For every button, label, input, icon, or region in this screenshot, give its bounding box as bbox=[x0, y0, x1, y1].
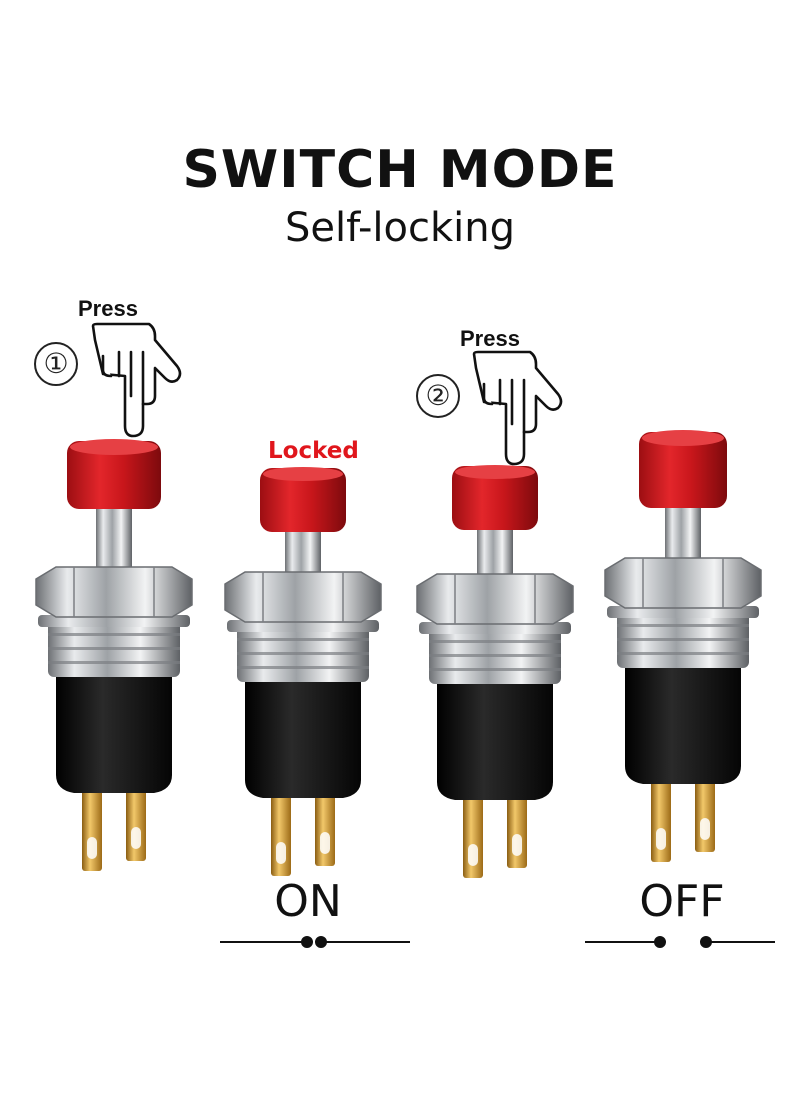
step-number-1: ① bbox=[34, 342, 78, 386]
red-cap-1 bbox=[67, 441, 161, 509]
press-label-1: Press bbox=[78, 296, 138, 321]
pointing-hand-icon bbox=[91, 322, 182, 438]
locked-label: Locked bbox=[268, 438, 359, 464]
switch-4 bbox=[604, 430, 762, 863]
press-label-2: Press bbox=[460, 326, 520, 351]
switch-3 bbox=[416, 465, 574, 879]
circuit-symbol-icon bbox=[585, 936, 775, 948]
page-title: SWITCH MODE bbox=[182, 140, 618, 200]
switch-1 bbox=[35, 439, 193, 872]
state-off-label: OFF bbox=[639, 876, 725, 927]
red-cap-4 bbox=[639, 432, 727, 508]
circuit-symbol-icon bbox=[220, 936, 410, 948]
red-cap-2 bbox=[260, 468, 346, 532]
pointing-hand-icon bbox=[472, 350, 563, 466]
switch-2 bbox=[224, 467, 382, 877]
step-number-2: ② bbox=[416, 374, 460, 418]
red-cap-3 bbox=[452, 466, 538, 530]
page-subtitle: Self-locking bbox=[284, 205, 516, 251]
state-on-label: ON bbox=[274, 876, 342, 927]
